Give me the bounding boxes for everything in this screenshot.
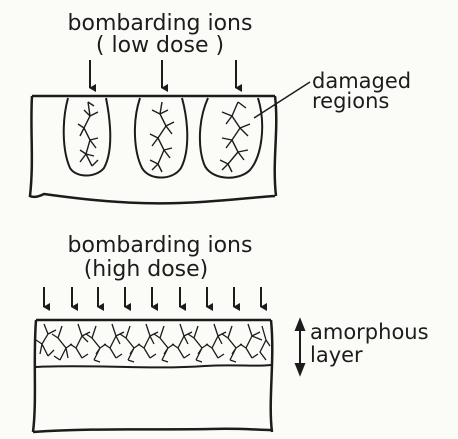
amorphous-layer-label-line1: amorphous	[310, 320, 429, 344]
high-dose-ion-arrows	[44, 287, 261, 307]
high-dose-title-line1: bombarding ions	[68, 233, 253, 258]
low-dose-panel: bombarding ions ( low dose ) damaged reg…	[30, 11, 411, 203]
damage-track	[78, 102, 98, 166]
high-dose-title-line2: (high dose)	[84, 257, 209, 282]
low-dose-substrate	[30, 96, 276, 203]
low-dose-ion-arrows	[90, 60, 236, 88]
damaged-regions	[64, 98, 262, 178]
damage-cascades	[78, 102, 250, 172]
damaged-region	[200, 98, 262, 178]
amorphous-interface	[35, 365, 271, 367]
damage-track	[150, 102, 174, 172]
high-dose-panel: bombarding ions (high dose)	[33, 233, 429, 432]
amorphous-layer-label-line2: layer	[310, 343, 363, 367]
amorphous-thickness-indicator	[296, 320, 304, 374]
damaged-regions-label-line2: regions	[312, 89, 389, 113]
damaged-region	[64, 98, 111, 176]
low-dose-title-line2: ( low dose )	[96, 33, 224, 58]
high-dose-substrate	[33, 320, 272, 432]
damaged-regions-leader	[254, 82, 310, 118]
damage-track	[220, 102, 250, 172]
amorphous-damage-texture	[36, 324, 270, 362]
